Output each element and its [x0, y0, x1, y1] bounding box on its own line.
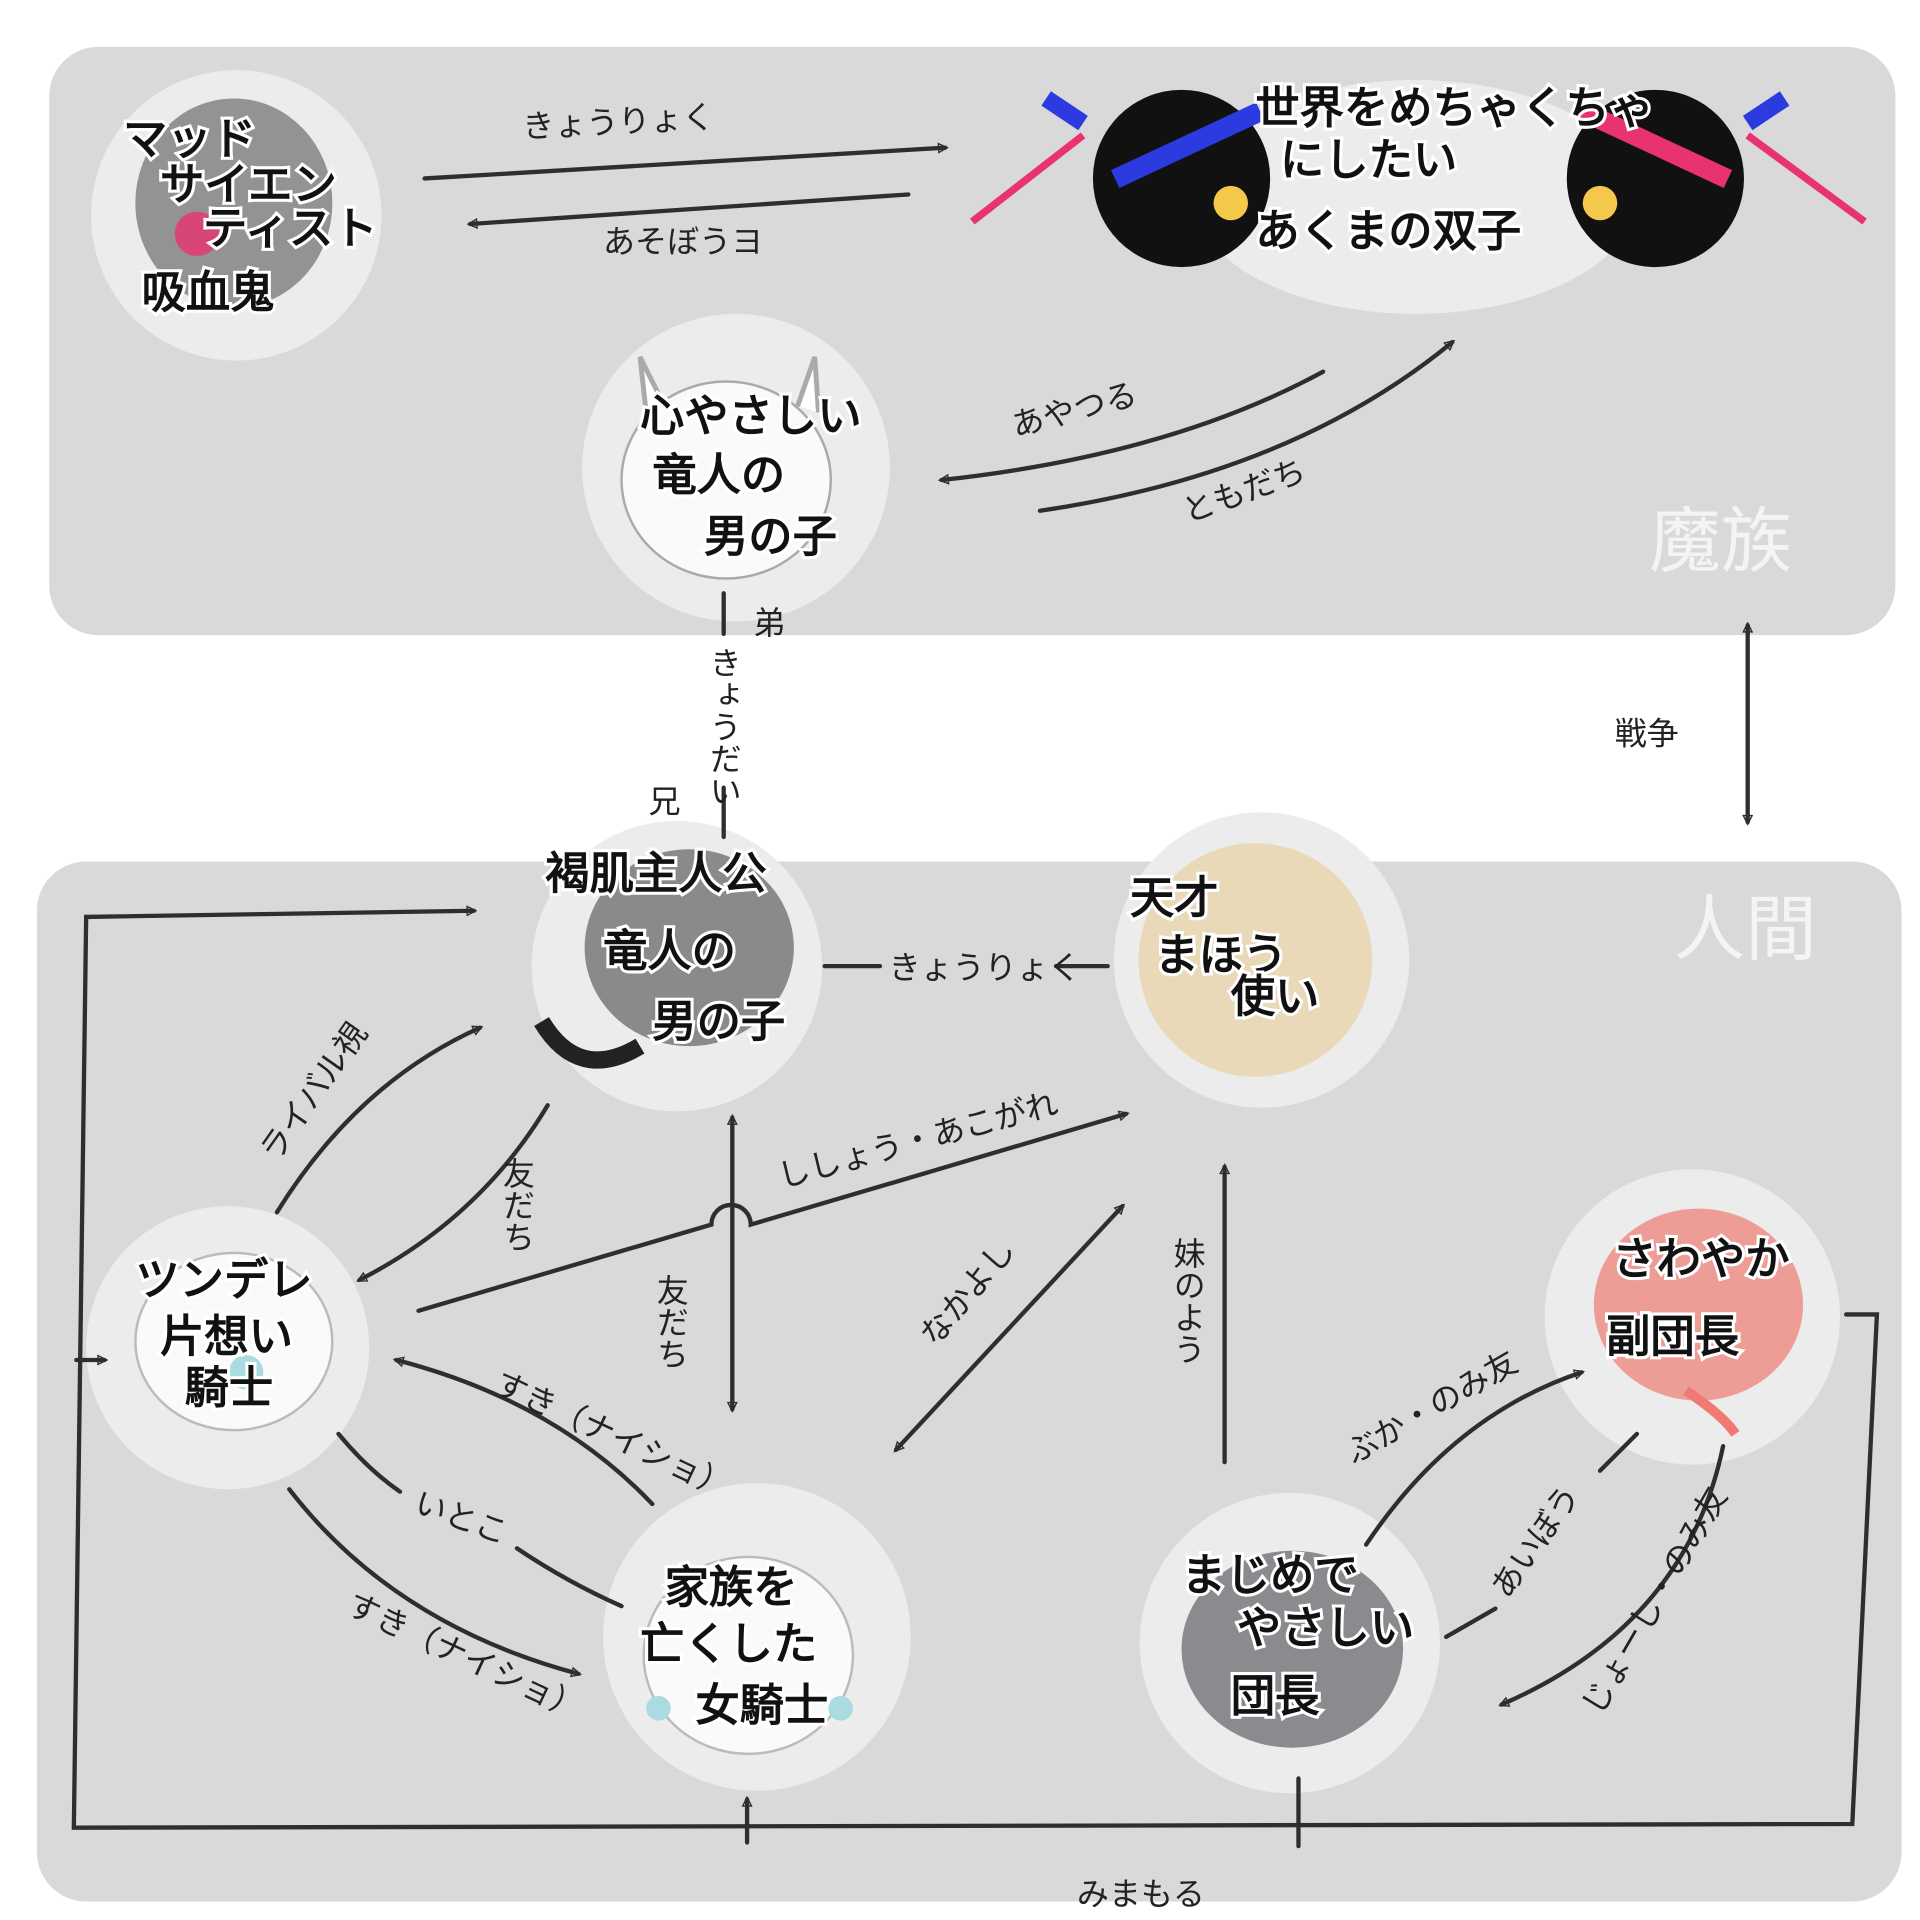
character-vice-captain[interactable]: さわやか 副団長 — [1544, 1169, 1840, 1465]
label-twins-to-vampire: あそぼうヨ — [603, 222, 763, 260]
character-dragon-boy[interactable]: 心やさしい 竜人の 男の子 — [582, 313, 890, 622]
tsundere-knight-name-line: ツンデレ — [135, 1255, 312, 1306]
mage-name-line: 天才 — [1130, 873, 1219, 924]
character-twins[interactable]: 世界をめちゃくちゃ にしたい あくまの双子 — [970, 80, 1867, 314]
protagonist-name-line: 褐肌主人公 — [545, 849, 767, 900]
character-vampire[interactable]: マッド サイエン ティスト 吸血鬼 — [91, 70, 382, 361]
label-siblings: きょうだい — [705, 646, 743, 806]
arrow-subordinate — [1364, 1372, 1581, 1547]
character-tsundere-knight[interactable]: ツンデレ 片想い 騎士 — [86, 1206, 370, 1490]
arrow-dragon-to-twins — [1037, 342, 1452, 513]
vice-captain-portrait — [1593, 1208, 1804, 1401]
line-partner — [1444, 1431, 1640, 1640]
vampire-portrait — [135, 98, 333, 308]
twins-name-line: にしたい — [1280, 135, 1457, 186]
label-friends-female-knight: 友だち — [652, 1274, 690, 1370]
group-label-demon: 魔族 — [1649, 500, 1792, 583]
character-protagonist[interactable]: 褐肌主人公 竜人の 男の子 — [531, 820, 823, 1112]
vampire-name-line: サイエン — [160, 159, 337, 210]
mage-portrait — [1138, 843, 1373, 1077]
vampire-name-line: マッド — [123, 114, 256, 165]
dragon-boy-name-line: 心やさしい — [640, 391, 862, 442]
twins-name-line: 世界をめちゃくちゃ — [1255, 83, 1654, 134]
character-captain[interactable]: まじめで やさしい 団長 — [1139, 1492, 1440, 1794]
label-war: 戦争 — [1615, 715, 1679, 753]
dragon-boy-portrait — [620, 380, 832, 580]
label-younger-brother: 弟 — [753, 604, 785, 642]
character-female-knight[interactable]: 家族を 亡くした 女騎士 — [603, 1483, 911, 1791]
line-cousins — [336, 1431, 624, 1609]
label-protagonist-mage: きょうりょく — [889, 948, 1081, 986]
vampire-name-line: 吸血鬼 — [142, 268, 275, 319]
protagonist-name-line: 竜人の — [603, 926, 736, 977]
captain-portrait — [1181, 1550, 1404, 1748]
captain-name-line: 団長 — [1231, 1671, 1320, 1722]
captain-name-line: やさしい — [1237, 1603, 1414, 1654]
tsundere-knight-name-line: 騎士 — [185, 1363, 274, 1414]
mage-name-line: まほう — [1154, 930, 1287, 981]
vampire-name-line: ティスト — [203, 204, 378, 255]
arrow-rival — [274, 1025, 480, 1215]
mage-name-line: 使い — [1230, 972, 1320, 1023]
label-watch-over: みまもる — [1077, 1875, 1205, 1913]
line-watch-over-loop — [71, 911, 1880, 1830]
arrow-vampire-to-twins — [422, 148, 946, 181]
vice-captain-name-line: さわやか — [1612, 1234, 1789, 1285]
female-knight-name-line: 女騎士 — [695, 1681, 828, 1732]
tsundere-knight-name-line: 片想い — [160, 1311, 293, 1362]
label-older-brother: 兄 — [649, 782, 681, 820]
label-like-sister: 妹のよう — [1169, 1237, 1207, 1365]
protagonist-name-line: 男の子 — [652, 996, 785, 1047]
tsundere-knight-portrait — [134, 1251, 334, 1432]
arrow-twins-to-vampire — [470, 192, 911, 224]
protagonist-portrait — [584, 849, 794, 1047]
dragon-boy-name-line: 男の子 — [704, 511, 837, 562]
twins-name-line: あくまの双子 — [1255, 206, 1521, 257]
female-knight-name-line: 家族を — [665, 1562, 798, 1613]
arrow-friends-knight — [359, 1103, 550, 1283]
group-label-human: 人間 — [1674, 888, 1817, 971]
arrow-twins-to-dragon — [942, 369, 1326, 480]
arrow-close-friends — [896, 1206, 1122, 1450]
arrow-secret-love-1 — [396, 1360, 655, 1507]
female-knight-portrait — [642, 1555, 855, 1756]
arrow-secret-love-2 — [287, 1487, 578, 1674]
female-knight-name-line: 亡くした — [640, 1619, 817, 1670]
captain-name-line: まじめで — [1182, 1550, 1359, 1601]
character-mage[interactable]: 天才 まほう 使い — [1113, 812, 1410, 1108]
label-friends-knight: 友だち — [498, 1157, 536, 1253]
dragon-boy-name-line: 竜人の — [652, 450, 785, 501]
vice-captain-name-line: 副団長 — [1606, 1311, 1740, 1362]
arrow-boss — [1502, 1444, 1726, 1704]
